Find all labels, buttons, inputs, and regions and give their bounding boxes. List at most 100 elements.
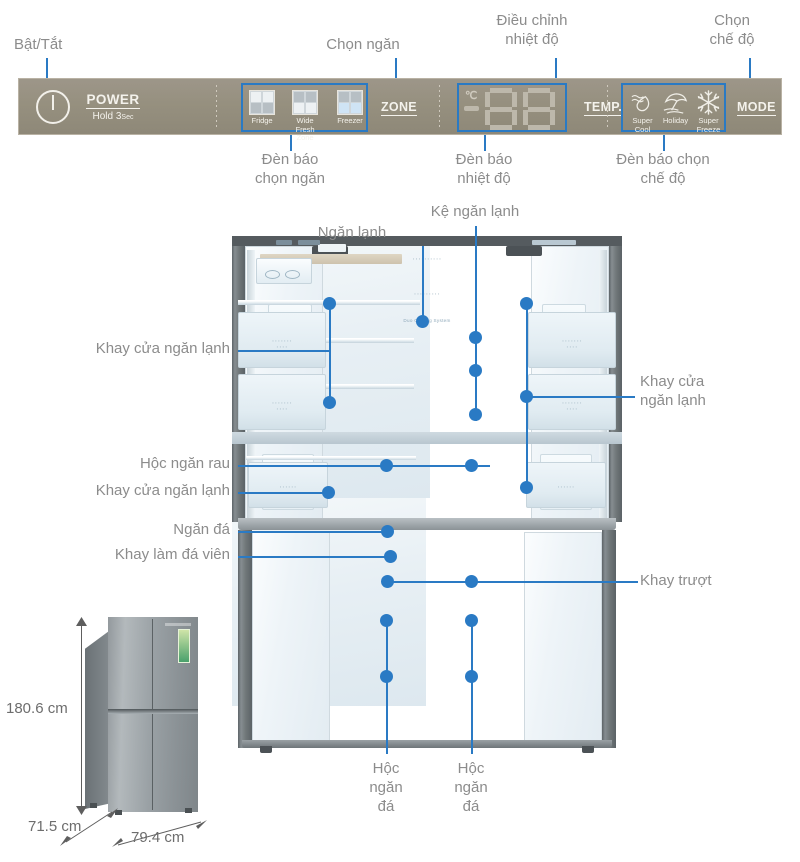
height-arrow-bottom bbox=[76, 806, 87, 815]
energy-label-sticker bbox=[178, 629, 190, 663]
callout-zone-line bbox=[395, 58, 397, 80]
width-dimension-line bbox=[112, 820, 207, 847]
callout-mode-line bbox=[749, 58, 751, 80]
callout-dot-freezer bbox=[381, 525, 394, 538]
callout-left-door-bin-line-v bbox=[329, 303, 331, 403]
zone-indicator-wide-fresh[interactable]: Wide Fresh Zone bbox=[290, 90, 320, 143]
callout-dot-shelf-1 bbox=[469, 331, 482, 344]
callout-shelf-line bbox=[475, 226, 477, 421]
panel-divider-2 bbox=[439, 85, 440, 128]
callout-freezer-drawer-left-line bbox=[386, 620, 388, 754]
thumbnail-foot-right bbox=[185, 808, 192, 813]
power-icon[interactable] bbox=[36, 90, 70, 124]
zone-indicator-fridge[interactable]: Fridge bbox=[247, 90, 277, 126]
freezer-drawer-bottom-right: ▪ ▪ ▪ ▪ ▪ ▪ ▪ ▪ ▪ ▪ ▪ bbox=[528, 374, 616, 430]
callout-freezer-label: Ngăn đá bbox=[173, 521, 230, 538]
callout-dot-sliding-tray-right bbox=[465, 575, 478, 588]
callout-ice-tray-label: Khay làm đá viên bbox=[114, 546, 230, 563]
freezer-vent-left bbox=[276, 240, 292, 245]
height-dimension-line bbox=[81, 624, 82, 812]
panel-divider-3 bbox=[607, 85, 608, 128]
zone-label-freezer: Freezer bbox=[337, 116, 363, 125]
callout-temp-indicator-label: Đèn báo nhiệt độ bbox=[455, 151, 513, 187]
mode-label-super-freeze: Super Freeze bbox=[696, 116, 721, 134]
mode-button[interactable]: MODE bbox=[737, 100, 776, 116]
depth-dimension-line bbox=[60, 808, 118, 846]
temp-button[interactable]: TEMP. bbox=[584, 100, 623, 116]
callout-freezer-drawer-right-line bbox=[471, 620, 473, 754]
freezer-drawer-top-right: ▪ ▪ ▪ ▪ ▪ ▪ ▪ ▪ ▪ ▪ ▪ bbox=[528, 312, 616, 368]
callout-freezer-drawer-right-label: Hộc ngăn đá bbox=[454, 760, 488, 815]
freezer-drawer-bottom-left: ▪ ▪ ▪ ▪ ▪ ▪ ▪ ▪ ▪ ▪ ▪ bbox=[238, 374, 326, 430]
holiday-umbrella-icon bbox=[663, 93, 688, 114]
crisper-drawer-right: ▪ ▪ ▪ ▪ ▪ ▪ bbox=[526, 462, 606, 508]
fridge-shelf-2 bbox=[248, 338, 414, 343]
temperature-display-box: ℃ bbox=[457, 83, 567, 132]
thumbnail-foot-left bbox=[115, 810, 122, 815]
thumbnail-brand-mark bbox=[165, 623, 191, 626]
callout-crisper-label: Hộc ngăn rau bbox=[139, 455, 230, 472]
digit-ones bbox=[523, 88, 555, 130]
callout-dot-shelf-2 bbox=[469, 364, 482, 377]
ice-maker-tray bbox=[256, 258, 312, 284]
mode-label-holiday: Holiday bbox=[662, 116, 689, 125]
mode-indicator-super-freeze[interactable]: Super Freeze bbox=[692, 89, 725, 134]
callout-right-door-bin-line-h bbox=[527, 396, 635, 398]
callout-temp-adjust-label: Điều chỉnh nhiệt độ bbox=[496, 12, 568, 48]
callout-mode-label: Chọn chế độ bbox=[709, 12, 755, 48]
digit-tens bbox=[485, 88, 517, 130]
crisper-drawer-left: ▪ ▪ ▪ ▪ ▪ ▪ bbox=[248, 462, 328, 508]
callout-dot-fridge-compartment bbox=[416, 315, 429, 328]
freezer-drawer-tr-text: ▪ ▪ ▪ ▪ ▪ ▪ ▪ bbox=[562, 339, 582, 343]
callout-temp-adjust-line bbox=[555, 58, 557, 80]
zone-label-wide-fresh: Wide Fresh Zone bbox=[295, 116, 315, 143]
callout-sliding-tray-label: Khay trượt bbox=[640, 572, 712, 589]
callout-power-line bbox=[46, 58, 48, 80]
depth-dimension-label: 71.5 cm bbox=[28, 818, 82, 835]
zone-indicator-box: Fridge Wide Fresh Zone Freezer bbox=[241, 83, 368, 142]
callout-left-door-bin-lower-line bbox=[238, 492, 330, 494]
shelf-1-text: ▪ ▪ ▪ ▪ ▪ ▪ ▪ ▪ ▪ bbox=[414, 292, 440, 296]
callout-fridge-compartment-line bbox=[422, 246, 424, 320]
callout-temp-indicator-line bbox=[484, 135, 486, 151]
callout-shelf-label: Kệ ngăn lạnh bbox=[430, 203, 520, 220]
mode-label-super-cool: Super Cool bbox=[632, 116, 653, 134]
mode-indicator-holiday[interactable]: Holiday bbox=[659, 89, 692, 126]
freezer-drawer-bl-sub: ▪ ▪ ▪ ▪ bbox=[276, 407, 288, 411]
right-hinge bbox=[506, 246, 542, 256]
interior-light-bar bbox=[260, 254, 402, 264]
callout-sliding-tray-line bbox=[390, 581, 638, 583]
height-arrow-top bbox=[76, 617, 87, 626]
crisper-right-text: ▪ ▪ ▪ ▪ ▪ ▪ bbox=[557, 485, 575, 489]
foot-left bbox=[260, 746, 272, 753]
wide-fresh-zone-icon bbox=[292, 90, 318, 115]
callout-dot-sliding-tray-left bbox=[381, 575, 394, 588]
callout-dot-left-bin-1 bbox=[323, 297, 336, 310]
mode-indicator-box: Super Cool Holiday bbox=[621, 83, 726, 134]
freezer-drawer-top-left: ▪ ▪ ▪ ▪ ▪ ▪ ▪ ▪ ▪ ▪ ▪ bbox=[238, 312, 326, 368]
ice-cube-mold-1 bbox=[265, 270, 280, 279]
freezer-base bbox=[242, 740, 612, 748]
callout-left-door-bin-line-h bbox=[238, 350, 330, 352]
freezer-drawer-tl-text: ▪ ▪ ▪ ▪ ▪ ▪ ▪ bbox=[272, 339, 292, 343]
zone-indicator-freezer[interactable]: Freezer bbox=[335, 90, 365, 126]
callout-left-door-bin-label: Khay cửa ngăn lạnh bbox=[95, 340, 230, 357]
freezer-compartment-icon bbox=[337, 90, 363, 115]
interior-light-lens bbox=[318, 244, 346, 252]
callout-zone-indicator-label: Đèn báo chọn ngăn bbox=[254, 151, 326, 187]
callout-dot-left-bin-lower bbox=[322, 486, 335, 499]
freezer-drawer-bl-text: ▪ ▪ ▪ ▪ ▪ ▪ ▪ bbox=[272, 401, 292, 405]
callout-dot-freezer-drawer-right-1 bbox=[465, 614, 478, 627]
panel-divider-1 bbox=[216, 85, 217, 128]
crisper-left-text: ▪ ▪ ▪ ▪ ▪ ▪ bbox=[279, 485, 297, 489]
thumbnail-horizontal-split bbox=[108, 709, 198, 714]
callout-dot-freezer-drawer-left-2 bbox=[380, 670, 393, 683]
interior-light-bar-text: ▪ ▪ ▪ ▪ ▪ ▪ ▪ ▪ ▪ ▪ bbox=[412, 257, 442, 261]
freezer-drawer-tl-sub: ▪ ▪ ▪ ▪ bbox=[276, 345, 288, 349]
callout-dot-crisper-left bbox=[380, 459, 393, 472]
mode-indicator-super-cool[interactable]: Super Cool bbox=[626, 89, 659, 134]
callout-left-door-bin-lower-label: Khay cửa ngăn lạnh bbox=[95, 482, 230, 499]
width-dimension-label: 79.4 cm bbox=[131, 829, 185, 846]
zone-button[interactable]: ZONE bbox=[381, 100, 417, 116]
